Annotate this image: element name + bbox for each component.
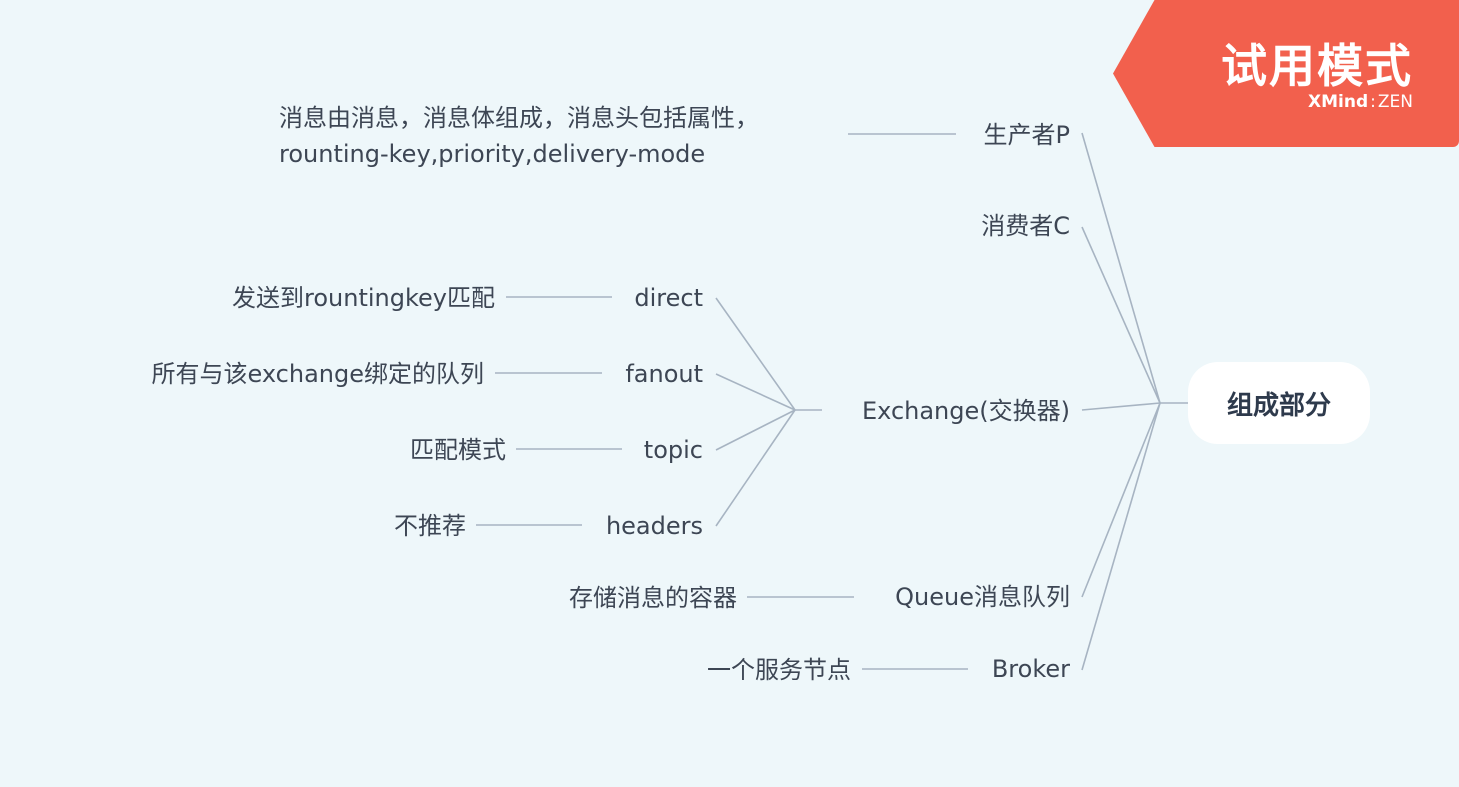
connector-root-producer xyxy=(1081,132,1161,404)
connector-root-queue xyxy=(1081,402,1161,598)
note-topic[interactable]: 匹配模式 xyxy=(410,436,506,464)
connector-exchange-fanout xyxy=(715,373,796,411)
connector-root-broker xyxy=(1081,402,1161,671)
connector-root-exchange xyxy=(1081,402,1161,411)
topic-direct[interactable]: direct xyxy=(634,284,703,312)
topic-fanout[interactable]: fanout xyxy=(625,360,703,388)
trial-mode-title: 试用模式 xyxy=(1221,39,1413,93)
topic-queue[interactable]: Queue消息队列 xyxy=(895,583,1070,611)
connector-exchange-topic xyxy=(715,409,796,451)
connector-exchange-headers xyxy=(715,409,796,527)
topic-topic[interactable]: topic xyxy=(643,436,703,464)
note-direct[interactable]: 发送到rountingkey匹配 xyxy=(232,284,495,312)
note-queue[interactable]: 存储消息的容器 xyxy=(569,584,737,612)
xmind-zen-logo: XMind:ZEN xyxy=(1308,92,1413,112)
topic-consumer[interactable]: 消费者C xyxy=(981,212,1070,240)
note-producer-line1[interactable]: 消息由消息，消息体组成，消息头包括属性， xyxy=(279,104,759,132)
topic-producer[interactable]: 生产者P xyxy=(983,121,1070,149)
topic-exchange[interactable]: Exchange(交换器) xyxy=(862,397,1070,425)
root-topic[interactable]: 组成部分 xyxy=(1188,362,1370,444)
topic-headers[interactable]: headers xyxy=(605,512,703,540)
logo-brand-light: ZEN xyxy=(1377,92,1413,112)
trial-mode-banner: 试用模式 XMind:ZEN xyxy=(1113,0,1459,147)
connector-root-consumer xyxy=(1081,226,1161,404)
connector-exchange-direct xyxy=(715,297,796,411)
logo-separator: : xyxy=(1370,92,1376,112)
root-topic-label: 组成部分 xyxy=(1226,390,1331,421)
topic-broker[interactable]: Broker xyxy=(991,655,1070,683)
note-producer-line2[interactable]: rounting-key,priority,delivery-mode xyxy=(279,140,706,168)
note-broker[interactable]: 一个服务节点 xyxy=(707,656,851,684)
note-headers[interactable]: 不推荐 xyxy=(394,512,466,540)
note-fanout[interactable]: 所有与该exchange绑定的队列 xyxy=(151,360,484,388)
logo-brand-bold: XMind xyxy=(1308,92,1369,112)
